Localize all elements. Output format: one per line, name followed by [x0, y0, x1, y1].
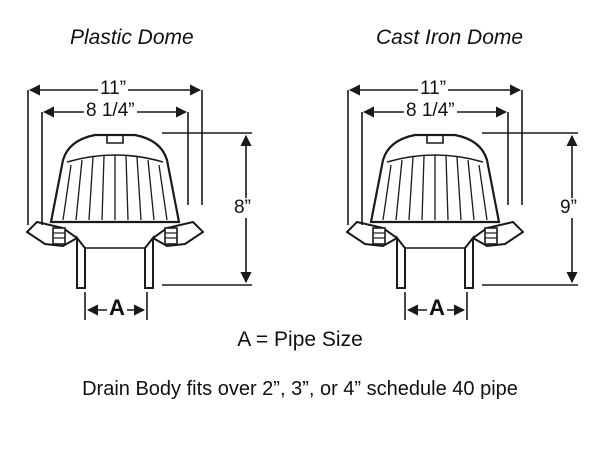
- plastic-dome-outer-width: 11”: [98, 78, 129, 99]
- compatibility-note: Drain Body fits over 2”, 3”, or 4” sched…: [82, 378, 518, 400]
- plastic-dome-drain: [25, 133, 205, 290]
- plastic-dome-height: 8”: [232, 197, 253, 218]
- pipe-size-legend: A = Pipe Size: [237, 328, 363, 351]
- cast-iron-dome-outer-width: 11”: [418, 78, 449, 99]
- plastic-dome-inner-width: 8 1/4”: [84, 100, 137, 121]
- plastic-dome-title: Plastic Dome: [70, 26, 194, 49]
- plastic-dome-pipe-label: A: [107, 295, 127, 320]
- cast-iron-dome-inner-width: 8 1/4”: [404, 100, 457, 121]
- cast-iron-dome-pipe-label: A: [427, 295, 447, 320]
- cast-iron-dome-drain: [345, 133, 525, 290]
- cast-iron-dome-title: Cast Iron Dome: [376, 26, 524, 49]
- cast-iron-dome-height: 9”: [558, 197, 579, 218]
